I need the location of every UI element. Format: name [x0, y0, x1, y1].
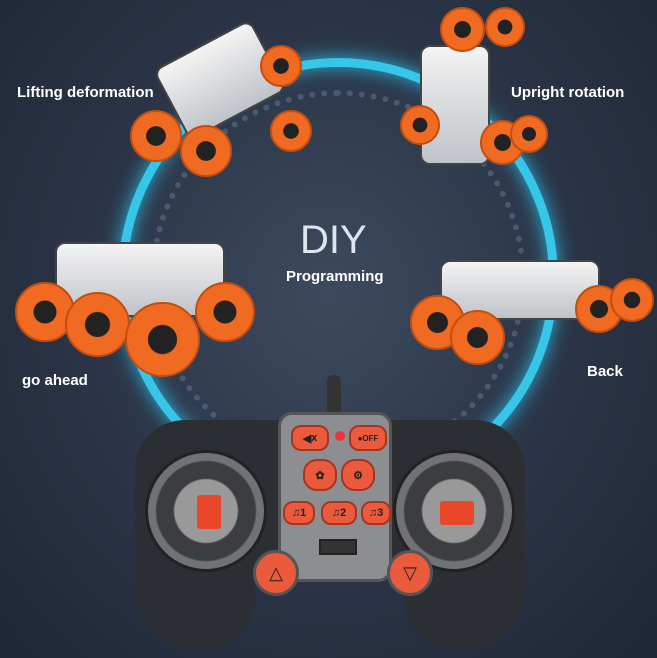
label-back: Back [587, 363, 623, 380]
music-1-button[interactable]: ♫1 [283, 501, 315, 525]
indicator-led [335, 431, 345, 441]
gear-icon: ⚙ [353, 469, 363, 482]
bulb-icon: ● [357, 433, 363, 443]
button-panel: ◀x ●OFF ✿ ⚙ ♫1 ♫2 ♫3 [278, 412, 392, 582]
programming-subtitle: Programming [286, 268, 384, 285]
power-switch[interactable] [319, 539, 357, 555]
music-3-button[interactable]: ♫3 [361, 501, 391, 525]
car-upright [400, 5, 550, 180]
settings-button[interactable]: ⚙ [341, 459, 375, 491]
light-off-button[interactable]: ●OFF [349, 425, 387, 451]
car-back [410, 250, 655, 370]
mute-button[interactable]: ◀x [291, 425, 329, 451]
diy-title: DIY [300, 218, 367, 262]
left-joystick[interactable] [145, 450, 267, 572]
program-a-button[interactable]: △ [253, 550, 299, 596]
music-note-icon: ♫ [291, 507, 301, 519]
remote-controller: ◀x ●OFF ✿ ⚙ ♫1 ♫2 ♫3 △ ▽ [135, 375, 525, 650]
film-reel-icon: ✿ [315, 469, 325, 482]
speaker-icon: ◀ [302, 432, 312, 445]
program-b-button[interactable]: ▽ [387, 550, 433, 596]
car-go-ahead [15, 232, 265, 382]
inverted-triangle-dots-icon: ▽ [403, 562, 417, 583]
music-note-icon: ♫ [331, 507, 341, 519]
label-upright-rotation: Upright rotation [511, 84, 625, 101]
film-button[interactable]: ✿ [303, 459, 337, 491]
triangle-dots-icon: △ [269, 562, 283, 583]
music-2-button[interactable]: ♫2 [321, 501, 357, 525]
label-go-ahead: go ahead [22, 372, 88, 389]
label-lifting-deformation: Lifting deformation [17, 84, 154, 101]
music-note-icon: ♫ [368, 507, 378, 519]
antenna [327, 375, 341, 415]
car-lifting [125, 10, 315, 180]
